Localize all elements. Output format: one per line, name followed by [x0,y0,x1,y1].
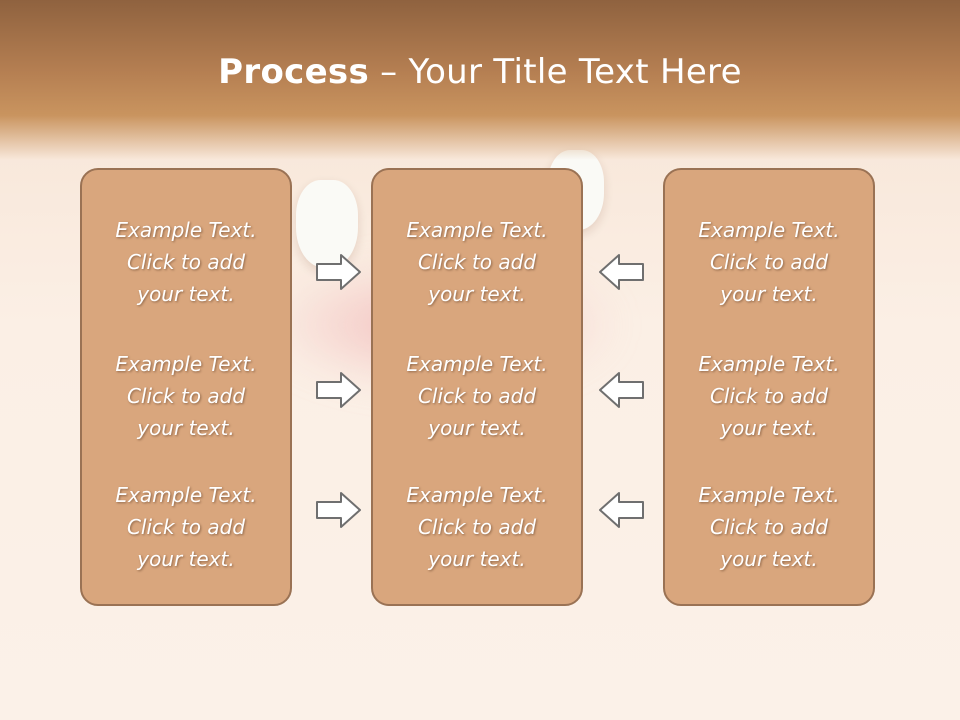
text-line: Click to add [417,515,537,539]
text-line: Example Text. [115,352,257,376]
text-line: Example Text. [698,352,840,376]
text-line: your text. [428,416,526,440]
text-line: Click to add [709,384,829,408]
text-line: Example Text. [115,483,257,507]
text-line: your text. [720,282,818,306]
left-arrow-icon[interactable] [597,252,645,292]
left-arrow-icon[interactable] [597,370,645,410]
text-line: Click to add [126,250,246,274]
text-line: your text. [137,547,235,571]
text-line: your text. [428,547,526,571]
center-column-box[interactable]: Example Text. Click to add your text. Ex… [371,168,583,606]
text-line: Click to add [417,384,537,408]
text-block[interactable]: Example Text. Click to add your text. [373,479,581,575]
text-block[interactable]: Example Text. Click to add your text. [665,348,873,444]
text-line: Click to add [126,384,246,408]
text-line: Example Text. [698,218,840,242]
title-rest: – Your Title Text Here [369,52,742,92]
right-column-box[interactable]: Example Text. Click to add your text. Ex… [663,168,875,606]
right-arrow-icon[interactable] [315,252,363,292]
text-line: Click to add [709,250,829,274]
text-line: Click to add [417,250,537,274]
title-banner [0,0,960,160]
tooth-shape [296,180,358,268]
text-line: your text. [720,416,818,440]
text-block[interactable]: Example Text. Click to add your text. [82,348,290,444]
right-arrow-icon[interactable] [315,490,363,530]
text-line: your text. [137,416,235,440]
text-block[interactable]: Example Text. Click to add your text. [82,214,290,310]
text-line: Example Text. [115,218,257,242]
text-line: Example Text. [406,352,548,376]
text-line: your text. [137,282,235,306]
text-block[interactable]: Example Text. Click to add your text. [82,479,290,575]
text-line: Example Text. [698,483,840,507]
text-block[interactable]: Example Text. Click to add your text. [665,214,873,310]
title-bold: Process [218,52,370,92]
text-block[interactable]: Example Text. Click to add your text. [373,348,581,444]
left-column-box[interactable]: Example Text. Click to add your text. Ex… [80,168,292,606]
text-line: Example Text. [406,218,548,242]
text-block[interactable]: Example Text. Click to add your text. [665,479,873,575]
text-line: Click to add [126,515,246,539]
text-block[interactable]: Example Text. Click to add your text. [373,214,581,310]
text-line: Click to add [709,515,829,539]
left-arrow-icon[interactable] [597,490,645,530]
text-line: Example Text. [406,483,548,507]
text-line: your text. [428,282,526,306]
text-line: your text. [720,547,818,571]
slide-title[interactable]: Process – Your Title Text Here [0,52,960,92]
right-arrow-icon[interactable] [315,370,363,410]
